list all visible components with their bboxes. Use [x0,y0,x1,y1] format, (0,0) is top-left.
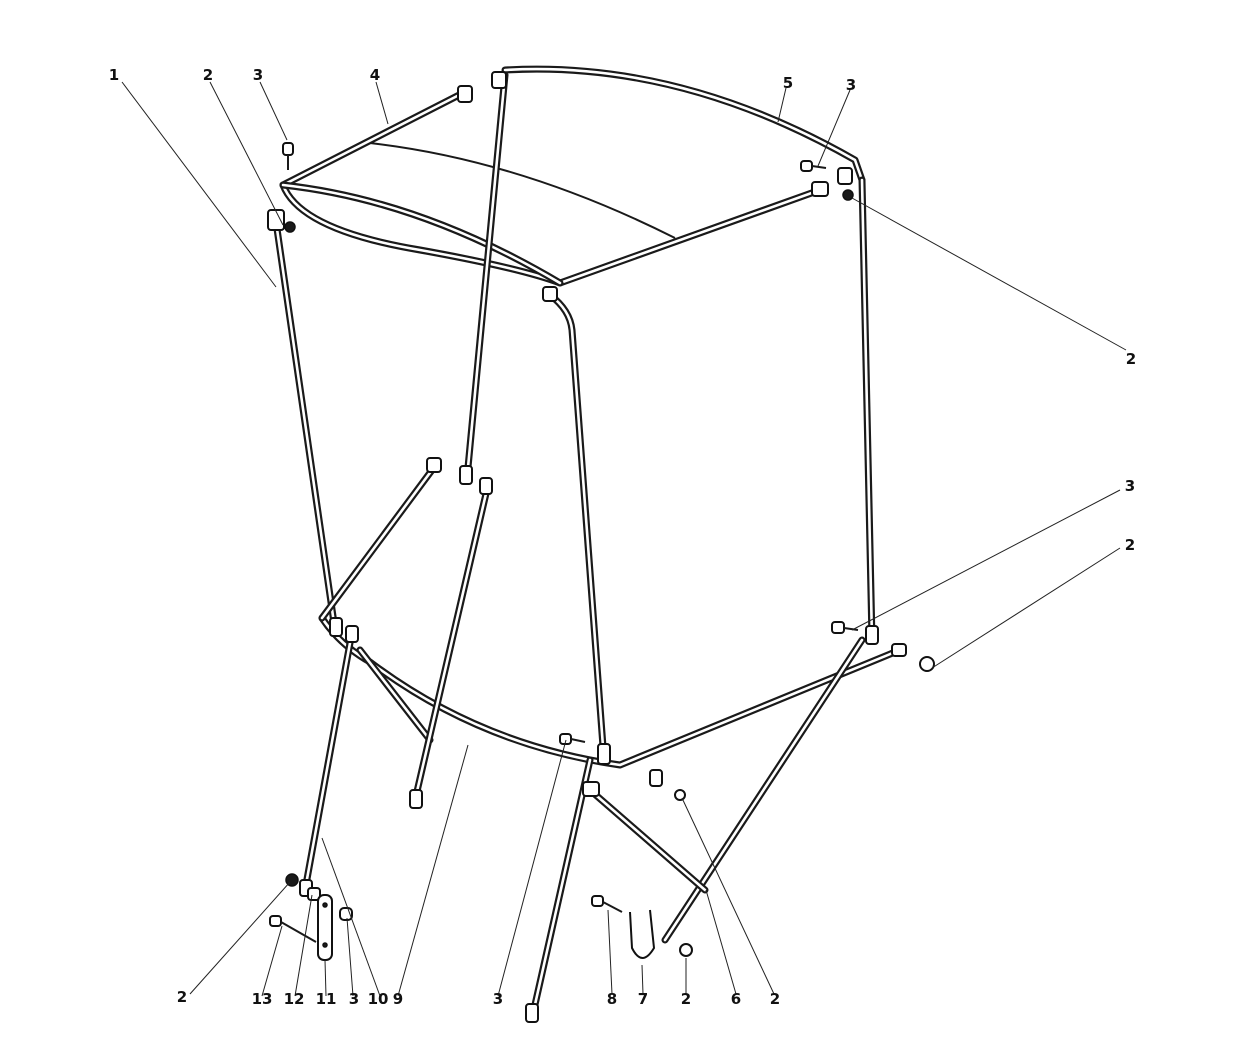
top-inner-bow [279,181,564,287]
callout-4: 4 [370,66,380,84]
tab-left-post-bottom [329,617,343,637]
left-leg-strut [301,628,356,894]
bolt-right-lower [831,621,859,634]
top-rear-bow [501,65,866,184]
tab-inner-strut-top [479,477,493,495]
callout-8: 8 [607,990,617,1008]
callout-7: 7 [638,990,648,1008]
nut-top-left [284,221,296,233]
plate-11 [317,894,333,961]
tab-front-left-top [267,209,285,231]
tab-bow-right-end [891,643,907,657]
tab-bow-lower [649,769,663,787]
rear-center-post [463,71,509,482]
nut-bracket [679,943,693,957]
tab-top-left-rail [457,85,473,103]
top-left-rail [279,88,469,189]
callout-1: 1 [109,66,119,84]
top-front-bow [279,181,824,287]
callout-6: 6 [731,990,741,1008]
tab-front-center-top [542,286,558,302]
callout-11: 11 [316,990,337,1008]
callout-13: 13 [252,990,273,1008]
bolt-13 [269,915,317,943]
tab-inner-strut-bottom [409,789,423,809]
callout-2: 2 [770,990,780,1008]
right-leg-diagonal [661,636,866,944]
callout-10: 10 [368,990,389,1008]
callout-2: 2 [681,990,691,1008]
bolt-top-right [800,160,827,172]
brace-strut-6 [586,786,709,894]
callout-3: 3 [349,990,359,1008]
nut-center-lower [674,789,686,801]
tab-top-rear [491,71,507,89]
nut-top-right [842,189,854,201]
front-center-post [546,291,608,764]
center-leg-strut [528,756,594,1022]
callout-3: 3 [253,66,263,84]
right-post [858,176,876,644]
inner-center-strut [411,481,492,804]
tab-rear-post-bottom [459,465,473,485]
lower-left-diagonal [318,458,442,622]
callout-12: 12 [284,990,305,1008]
callout-labels: 1 2 3 4 5 3 2 3 2 2 13 12 11 3 10 9 3 8 … [109,66,1136,1008]
tab-right-post-top [837,167,853,185]
lower-inner-brace [356,646,434,744]
callout-2: 2 [1126,350,1136,368]
callout-3: 3 [1125,477,1135,495]
callout-3: 3 [846,76,856,94]
nut-right-lower [919,656,935,672]
tab-left-leg-top [345,625,359,643]
top-cross-rod [369,142,676,239]
spacer-plate-12 [307,887,321,901]
tab-center-leg-bottom [525,1003,539,1023]
tab-top-right [811,181,829,197]
tab-center-post-bottom [597,743,611,765]
mounting-tabs [267,71,907,1023]
lower-front-bow [318,614,904,769]
bolt-top-left [282,142,294,170]
callout-2: 2 [203,66,213,84]
callout-2: 2 [1125,536,1135,554]
callout-5: 5 [783,74,793,92]
bolt-8 [591,895,623,913]
front-left-post [271,211,339,634]
bolt-center-lower [559,733,586,745]
callout-2: 2 [177,988,187,1006]
u-bracket-7 [629,909,656,959]
tab-brace-top [582,781,600,797]
tab-diagonal-top [426,457,442,473]
callout-3: 3 [493,990,503,1008]
tab-right-post-bottom [865,625,879,645]
hardware [269,142,935,961]
leader-lines [121,81,1127,997]
callout-9: 9 [393,990,403,1008]
